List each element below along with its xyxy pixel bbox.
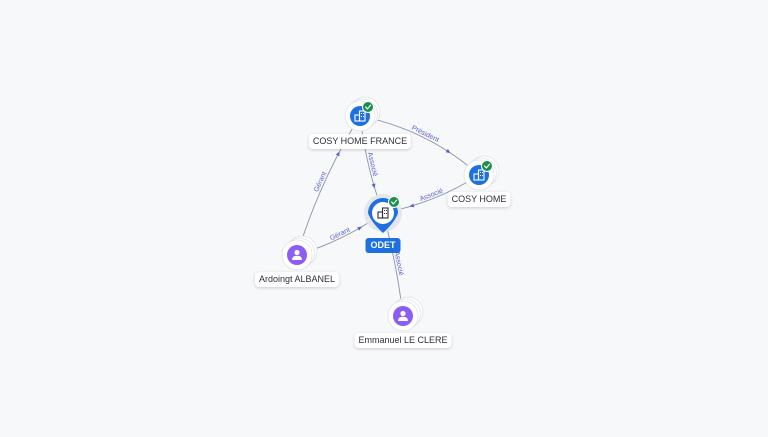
edge-label: Gérant (313, 171, 328, 193)
person-icon (398, 310, 408, 321)
node-label-ardoingt-albanel[interactable]: Ardoingt ALBANEL (254, 272, 340, 287)
edge-arrow-icon (335, 151, 340, 157)
edge-label: Associé (366, 152, 378, 178)
check-badge-icon (362, 101, 374, 113)
nodes-layer (281, 96, 500, 332)
building-icon (354, 110, 366, 122)
node-cosy-home[interactable] (463, 155, 500, 191)
check-badge-icon (388, 196, 400, 208)
building-icon (473, 169, 485, 181)
edge-arrow-icon (357, 226, 363, 231)
node-ardoingt-albanel[interactable] (281, 235, 318, 271)
node-odet[interactable] (364, 194, 402, 233)
check-badge-icon (481, 160, 493, 172)
building-icon (377, 207, 389, 219)
edge-arrow-icon (409, 203, 415, 208)
node-label-odet[interactable]: ODET (365, 238, 401, 253)
person-icon (292, 249, 302, 260)
node-label-cosy-home[interactable]: COSY HOME (447, 192, 511, 207)
edge-label: Associé (393, 251, 405, 277)
node-label-cosy-home-france[interactable]: COSY HOME FRANCE (308, 134, 412, 149)
edge-arrow-icon (445, 148, 451, 154)
node-label-emmanuel-le-clere[interactable]: Emmanuel LE CLERE (354, 333, 452, 348)
node-emmanuel-le-clere[interactable] (387, 296, 424, 332)
edge-label: Gérant (329, 227, 351, 243)
edge-label: Associé (419, 188, 444, 204)
edge-label: Président (410, 125, 440, 144)
node-cosy-home-france[interactable] (344, 96, 381, 132)
edge-arrow-icon (371, 183, 376, 189)
